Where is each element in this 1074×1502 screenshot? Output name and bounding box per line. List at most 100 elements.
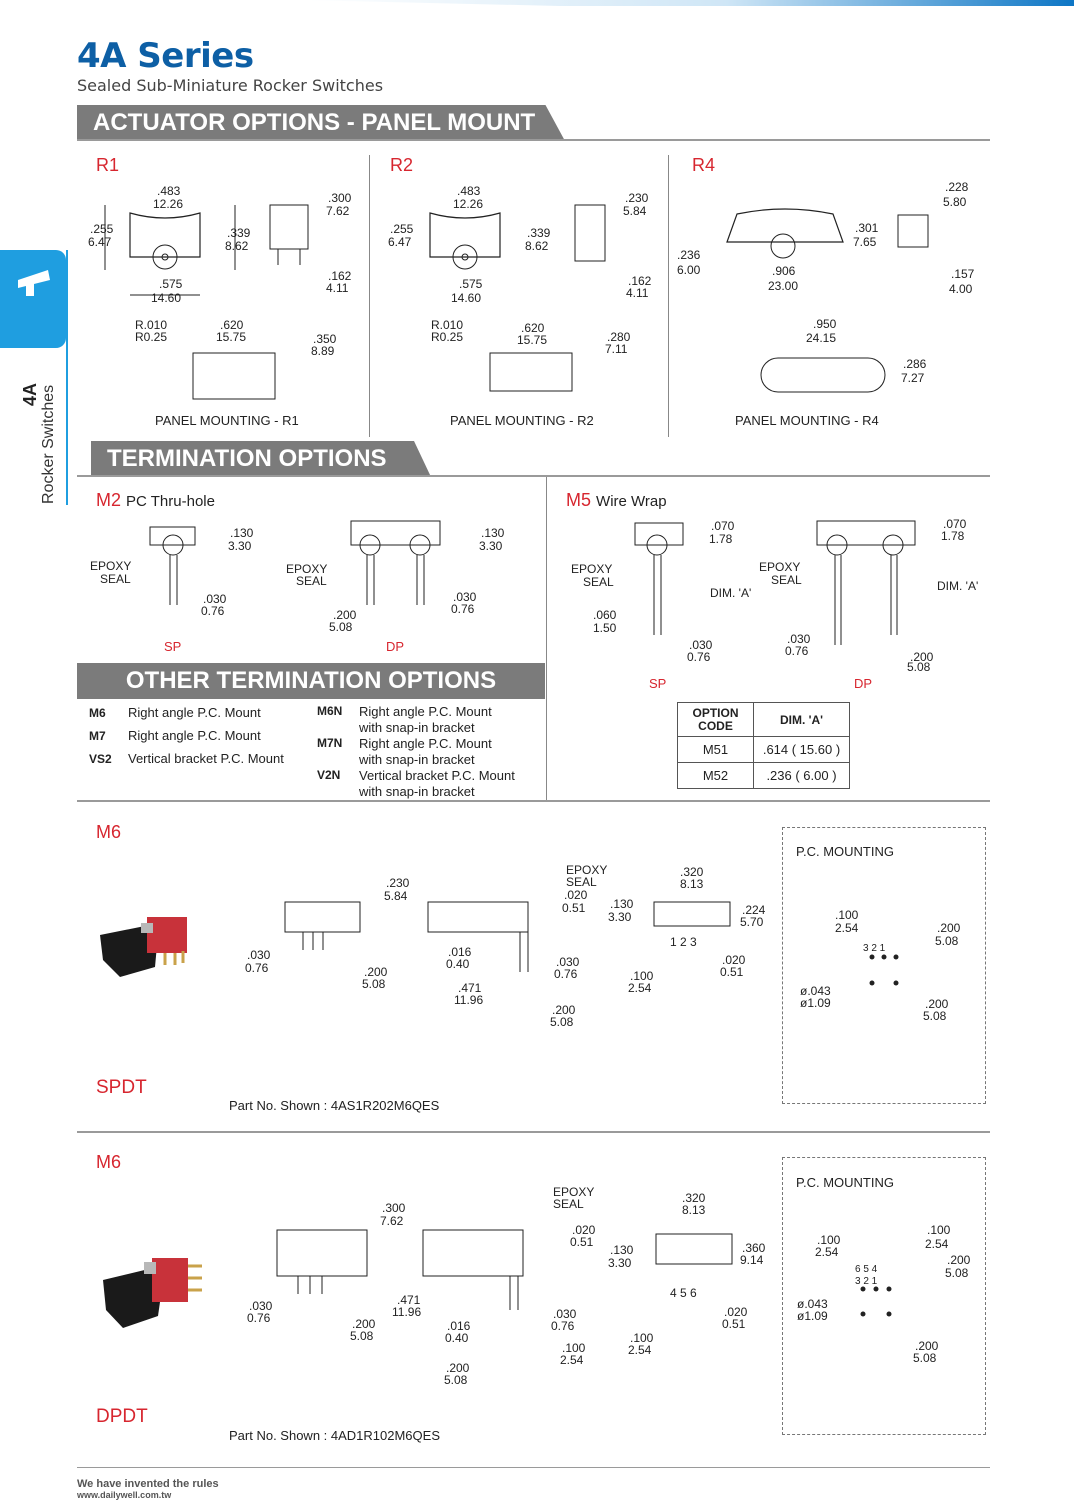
svg-text:R0.25: R0.25 — [135, 330, 167, 344]
svg-text:.070: .070 — [711, 519, 735, 533]
svg-text:EPOXY: EPOXY — [90, 559, 131, 573]
m2-dp-label: DP — [386, 639, 405, 654]
svg-text:3.30: 3.30 — [608, 1256, 632, 1270]
svg-text:4 5 6: 4 5 6 — [670, 1286, 697, 1300]
svg-text:0.40: 0.40 — [446, 957, 470, 971]
side-label: 4A Rocker Switches — [20, 368, 57, 508]
other-termination-heading: OTHER TERMINATION OPTIONS — [77, 663, 545, 699]
svg-text:0.76: 0.76 — [201, 604, 225, 618]
divider — [546, 477, 547, 800]
svg-text:15.75: 15.75 — [216, 330, 246, 344]
svg-text:9.14: 9.14 — [740, 1253, 764, 1267]
svg-text:2.54: 2.54 — [815, 1245, 839, 1259]
dpdt-pc-mounting-label: P.C. MOUNTING — [796, 1175, 894, 1190]
spdt-switch-photo — [100, 917, 187, 977]
rocker-switch-icon — [18, 270, 50, 296]
svg-text:SEAL: SEAL — [100, 572, 131, 586]
svg-text:4.11: 4.11 — [626, 286, 649, 300]
svg-text:0.76: 0.76 — [451, 602, 475, 616]
termination-heading: TERMINATION OPTIONS — [91, 441, 431, 477]
svg-text:ø.043: ø.043 — [800, 984, 831, 998]
svg-text:.130: .130 — [610, 1243, 634, 1257]
svg-text:3.30: 3.30 — [608, 910, 632, 924]
svg-text:.030: .030 — [689, 638, 713, 652]
option-desc-line1: Vertical bracket P.C. Mount — [359, 768, 515, 783]
svg-text:.300: .300 — [328, 191, 352, 205]
m2-code: M2 — [96, 490, 122, 510]
r2-panel-label: PANEL MOUNTING - R2 — [450, 413, 594, 428]
svg-text:5.08: 5.08 — [907, 660, 931, 674]
svg-text:3 2 1: 3 2 1 — [863, 943, 886, 954]
option-desc: Right angle P.C. Mount — [128, 705, 261, 720]
svg-text:.200: .200 — [910, 650, 934, 664]
option-code: M7 — [89, 729, 106, 743]
svg-text:.200: .200 — [364, 965, 388, 979]
svg-text:0.51: 0.51 — [570, 1235, 594, 1249]
svg-text:8.89: 8.89 — [311, 344, 335, 358]
svg-text:8.62: 8.62 — [225, 239, 249, 253]
svg-text:4.00: 4.00 — [949, 282, 973, 296]
r1-label: R1 — [96, 155, 120, 175]
svg-text:.030: .030 — [247, 948, 271, 962]
option-desc-line1: Right angle P.C. Mount — [359, 736, 492, 751]
svg-text:7.11: 7.11 — [605, 342, 628, 356]
m6-dpdt-code: M6 — [96, 1152, 122, 1172]
svg-text:1.78: 1.78 — [941, 529, 965, 543]
svg-text:2.54: 2.54 — [560, 1353, 584, 1367]
svg-text:.130: .130 — [230, 526, 254, 540]
svg-text:7.62: 7.62 — [380, 1214, 404, 1228]
svg-text:7.27: 7.27 — [901, 371, 925, 385]
svg-text:.030: .030 — [203, 592, 227, 606]
option-code-cell: M52 — [677, 762, 754, 789]
svg-text:0.76: 0.76 — [687, 650, 711, 664]
svg-text:2.54: 2.54 — [835, 921, 859, 935]
svg-text:8.13: 8.13 — [680, 877, 704, 891]
svg-text:5.08: 5.08 — [329, 620, 353, 634]
svg-text:7.65: 7.65 — [853, 235, 877, 249]
table-row: M51 .614 ( 15.60 ) — [677, 736, 850, 763]
svg-text:.200: .200 — [937, 921, 961, 935]
svg-text:14.60: 14.60 — [151, 291, 181, 305]
option-code: M7N — [317, 736, 343, 750]
svg-text:.100: .100 — [835, 908, 859, 922]
footer-url[interactable]: www.dailywell.com.tw — [77, 1490, 172, 1500]
svg-text:.020: .020 — [572, 1223, 596, 1237]
svg-text:5.08: 5.08 — [444, 1373, 468, 1387]
svg-text:.020: .020 — [722, 953, 746, 967]
r4-label: R4 — [692, 155, 716, 175]
option-code-table: OPTION CODE DIM. 'A' M51 .614 ( 15.60 ) … — [677, 702, 850, 789]
svg-text:.360: .360 — [742, 1241, 766, 1255]
footer-tagline: We have invented the rules — [77, 1478, 219, 1490]
svg-text:3.30: 3.30 — [479, 539, 503, 553]
option-code: V2N — [317, 768, 341, 782]
svg-text:EPOXY: EPOXY — [286, 562, 327, 576]
svg-text:6.00: 6.00 — [677, 263, 701, 277]
svg-text:.200: .200 — [925, 997, 949, 1011]
svg-text:0.76: 0.76 — [551, 1319, 575, 1333]
spdt-part-number: Part No. Shown : 4AS1R202M6QES — [229, 1098, 440, 1113]
actuator-heading: ACTUATOR OPTIONS - PANEL MOUNT — [77, 105, 565, 141]
dpdt-type-label: DPDT — [96, 1406, 148, 1427]
svg-text:SEAL: SEAL — [553, 1197, 584, 1211]
svg-text:.030: .030 — [556, 955, 580, 969]
side-text: Rocker Switches — [40, 384, 57, 504]
svg-text:.575: .575 — [159, 277, 183, 291]
svg-text:.200: .200 — [352, 1317, 376, 1331]
svg-text:.200: .200 — [947, 1253, 971, 1267]
m5-code: M5 — [566, 490, 592, 510]
svg-text:.100: .100 — [927, 1223, 951, 1237]
m2-desc: PC Thru-hole — [126, 493, 215, 510]
svg-text:.100: .100 — [630, 969, 654, 983]
svg-text:.483: .483 — [457, 184, 481, 198]
side-tab — [0, 250, 66, 348]
option-code: M6N — [317, 704, 343, 718]
